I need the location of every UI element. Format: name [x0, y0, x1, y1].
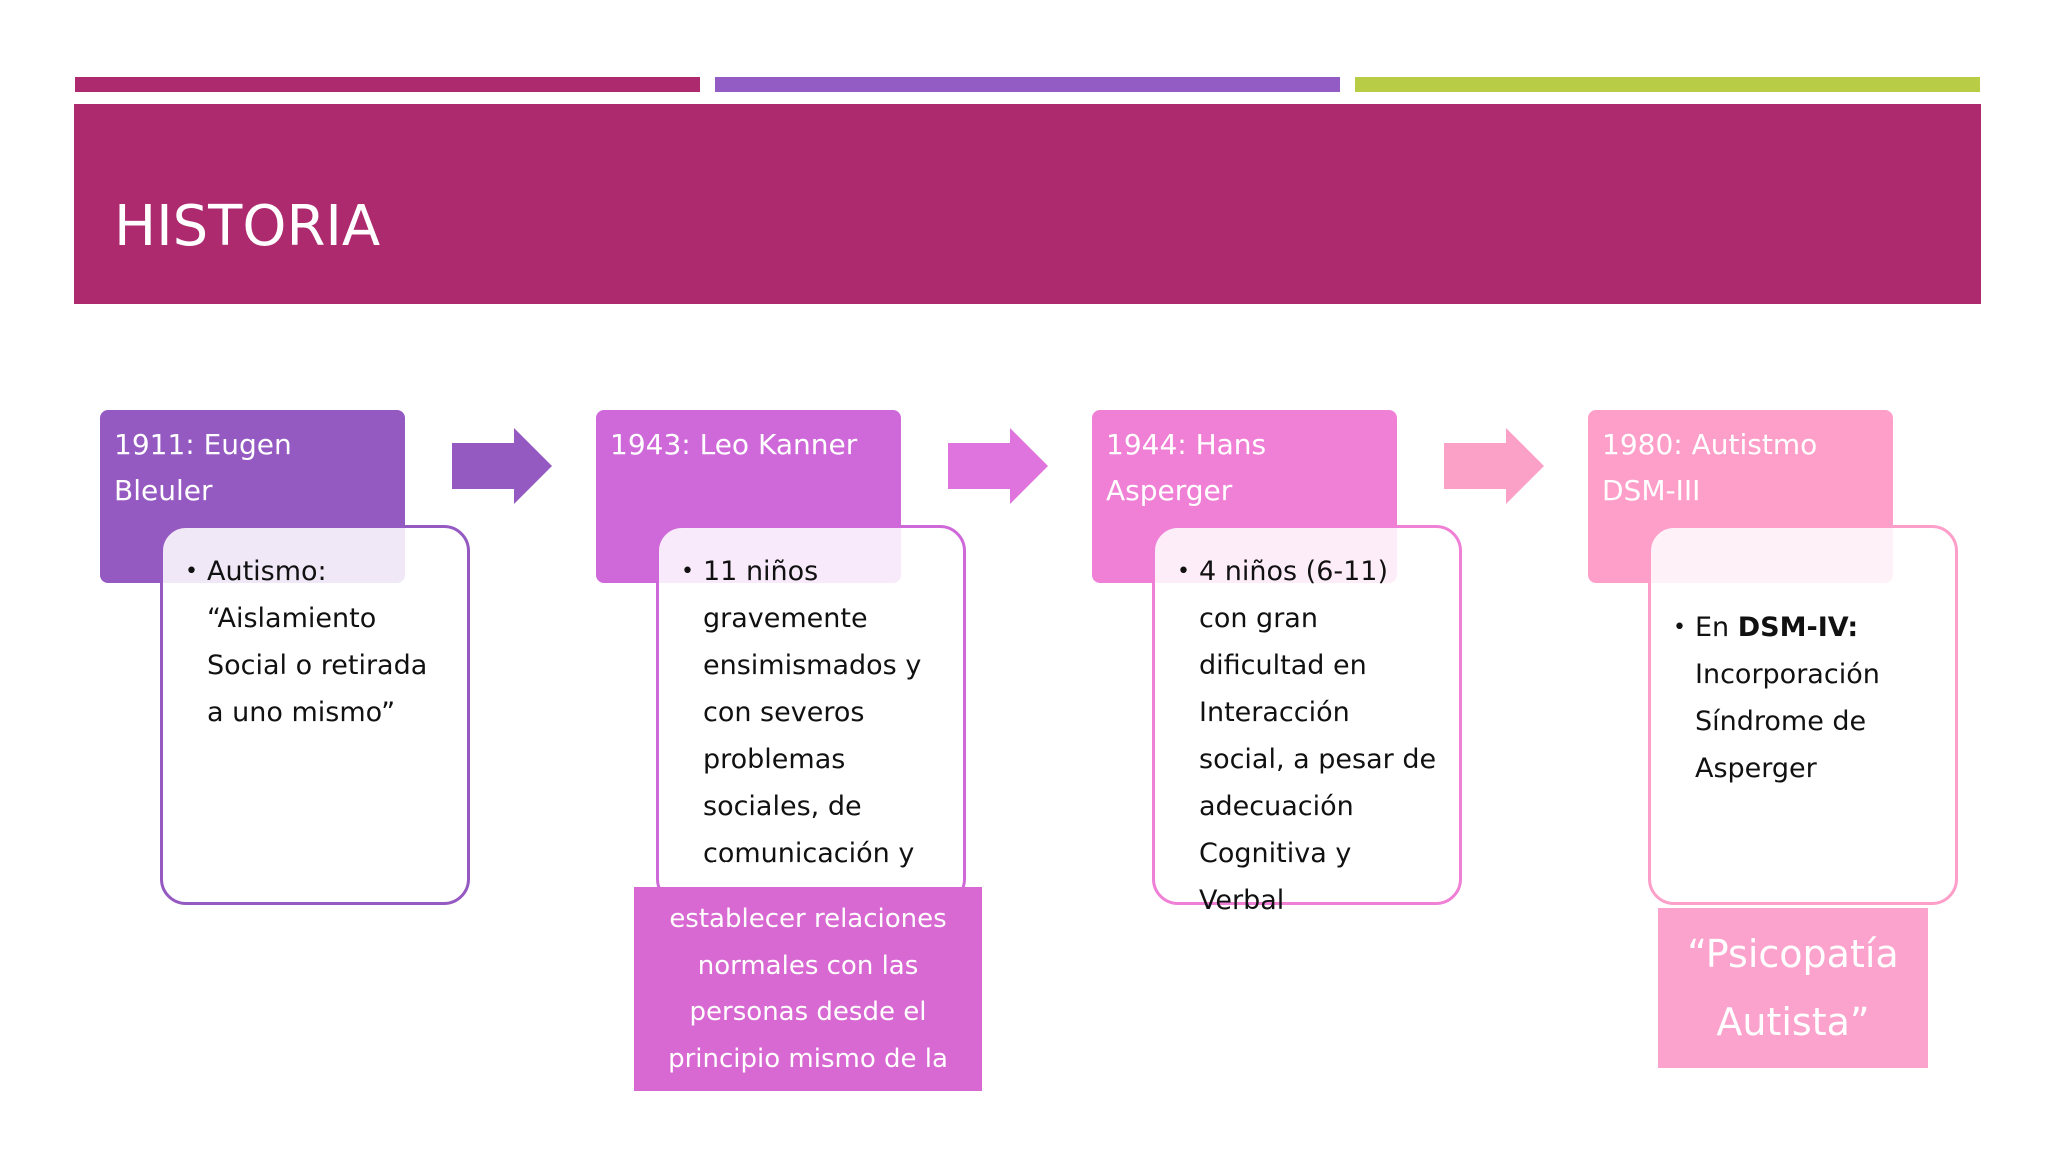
accent-bar-magenta — [75, 77, 700, 92]
accent-bar-green — [1355, 77, 1980, 92]
accent-bar-purple — [715, 77, 1340, 92]
timeline-card-1980: En DSM-IV: Incorporación Síndrome de Asp… — [1648, 525, 1958, 905]
slide-title: HISTORIA — [114, 194, 381, 259]
title-banner: HISTORIA — [74, 104, 1981, 304]
timeline-card-1943: 11 niños gravemente ensimismados y con s… — [656, 525, 966, 916]
asperger-quote-box: “Psicopatía Autista” — [1658, 908, 1928, 1068]
right-arrow-icon — [452, 428, 552, 504]
kanner-quote-text: “Ineptitud para establecer relaciones no… — [668, 857, 948, 1121]
kanner-quote-box: “Ineptitud para establecer relaciones no… — [634, 858, 982, 1120]
bullet-text: Autismo: “Aislamiento Social o retirada … — [185, 548, 447, 736]
bullet-text: 4 niños (6-11) con gran dificultad en In… — [1177, 548, 1439, 924]
right-arrow-icon — [948, 428, 1048, 504]
right-arrow-icon — [1444, 428, 1544, 504]
asperger-quote-text: “Psicopatía Autista” — [1687, 932, 1899, 1044]
bullet-text: En DSM-IV: Incorporación Síndrome de Asp… — [1673, 604, 1935, 792]
bullet-prefix: En — [1695, 612, 1738, 643]
timeline-card-1944: 4 niños (6-11) con gran dificultad en In… — [1152, 525, 1462, 916]
timeline-card-1911: Autismo: “Aislamiento Social o retirada … — [160, 525, 470, 905]
bullet-rest: Incorporación Síndrome de Asperger — [1695, 659, 1880, 784]
bullet-bold-term: DSM-IV: — [1737, 612, 1859, 643]
